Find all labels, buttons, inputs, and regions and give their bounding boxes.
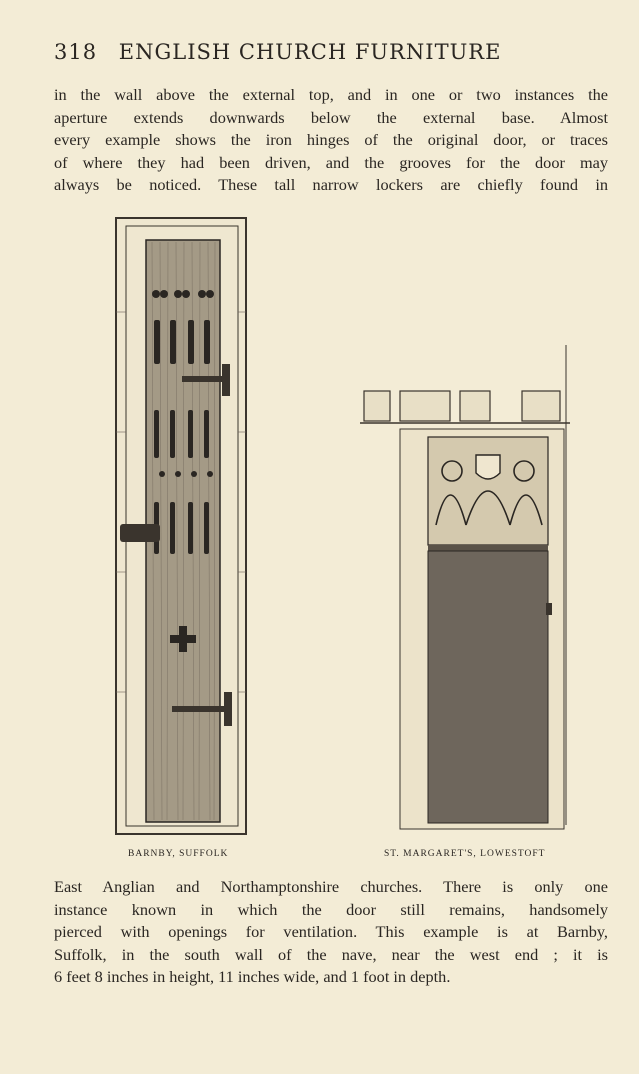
text-line: of where they had been driven, and the g… — [54, 152, 608, 172]
paragraph-top: in the wall above the external top, and … — [54, 84, 608, 197]
figure-caption-barnby: BARNBY, SUFFOLK — [128, 849, 229, 859]
text-line: in the wall above the external top, and … — [54, 85, 608, 104]
lowestoft-locker-illustration — [360, 345, 570, 830]
paragraph-bottom: East Anglian and Northamptonshire church… — [54, 876, 608, 989]
text-line: 6 feet 8 inches in height, 11 inches wid… — [54, 967, 451, 987]
barnby-locker-illustration — [115, 217, 247, 835]
figure-caption-lowestoft: ST. MARGARET'S, LOWESTOFT — [384, 849, 546, 859]
text-line: aperture extends downwards below the ext… — [54, 107, 608, 127]
text-line: Suffolk, in the south wall of the nave, … — [54, 944, 608, 964]
running-title: ENGLISH CHURCH FURNITURE — [118, 40, 502, 64]
page-number: 318 — [54, 40, 98, 64]
text-line: East Anglian and Northamptonshire church… — [54, 877, 608, 896]
text-line: instance known in which the door still r… — [54, 899, 608, 919]
running-header: 318 ENGLISH CHURCH FURNITURE — [54, 40, 614, 64]
text-line: always be noticed. These tall narrow loc… — [54, 175, 608, 195]
text-line: every example shows the iron hinges of t… — [54, 130, 608, 150]
text-line: pierced with openings for ventilation. T… — [54, 922, 608, 942]
